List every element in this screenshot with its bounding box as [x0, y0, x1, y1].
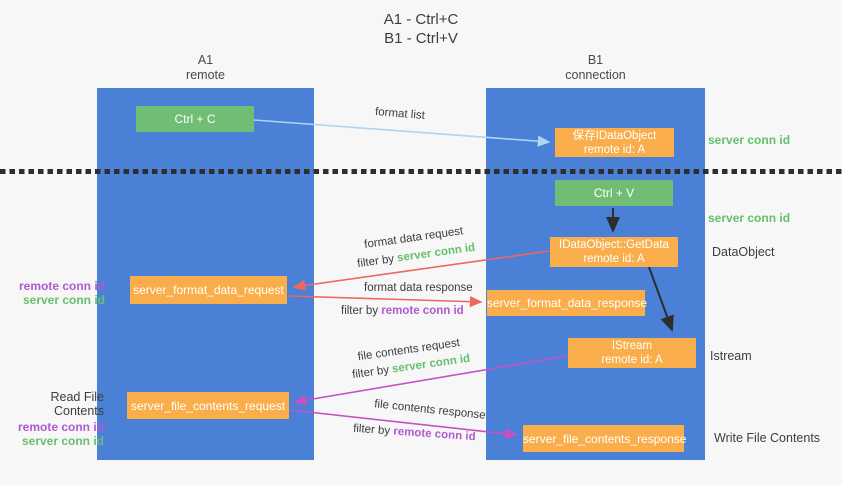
save-idataobject-box: 保存IDataObject remote id: A	[555, 128, 674, 157]
lifeline-b1-name: B1	[587, 53, 604, 67]
diagram-title: A1 - Ctrl+C B1 - Ctrl+V	[0, 10, 842, 48]
lifeline-header-a1: A1 remote	[97, 53, 314, 83]
file-conn-id-annotations: Read File Contents remote conn id server…	[6, 390, 104, 448]
dataobject-annotation: DataObject	[712, 245, 775, 259]
file-contents-response-arrow-label: file contents response	[373, 398, 487, 422]
server-file-contents-response-label: server_file_contents_response	[523, 431, 687, 446]
ctrl-c-label: Ctrl + C	[174, 112, 216, 126]
istream-annotation: Istream	[710, 349, 752, 363]
format-data-request-arrow-label: format data request filter by server con…	[344, 222, 487, 271]
filter-by-prefix: filter by	[341, 305, 382, 317]
filter-by-prefix: filter by	[356, 252, 399, 271]
format-list-arrow-label: format list	[374, 106, 426, 122]
save-idataobject-line2: remote id: A	[583, 143, 646, 156]
ctrl-v-box: Ctrl + V	[555, 180, 673, 206]
filter-key-remote-conn-id: remote conn id	[381, 305, 464, 317]
write-file-contents-annotation: Write File Contents	[714, 431, 821, 445]
filter-key-remote-conn-id: remote conn id	[392, 425, 476, 444]
getdata-box: IDataObject::GetData remote id: A	[550, 237, 678, 267]
istream-line2: remote id: A	[601, 354, 663, 366]
file-contents-response-filter: filter by remote conn id	[353, 423, 476, 444]
ctrl-v-label: Ctrl + V	[593, 186, 635, 200]
server-format-data-response-label: server_format_data_response	[487, 296, 648, 310]
format-remote-conn-id: remote conn id	[18, 279, 105, 293]
file-server-conn-id: server conn id	[21, 434, 104, 448]
format-server-conn-id: server conn id	[22, 293, 105, 307]
filter-by-prefix: filter by	[351, 363, 394, 382]
read-file-contents-annotation: Read File Contents	[50, 390, 105, 418]
save-idataobject-line1: 保存IDataObject	[572, 129, 657, 142]
lifeline-b1-role: connection	[565, 68, 626, 82]
getdata-line1: IDataObject::GetData	[559, 239, 669, 251]
getdata-line2: remote id: A	[583, 253, 645, 265]
lifeline-header-b1: B1 connection	[486, 53, 705, 83]
file-remote-conn-id: remote conn id	[17, 420, 104, 434]
server-file-contents-request-label: server_file_contents_request	[130, 398, 286, 413]
format-data-response-filter: filter by remote conn id	[341, 305, 464, 317]
server-format-data-request-box: server_format_data_request	[130, 276, 287, 304]
format-conn-id-annotations: remote conn id server conn id	[8, 279, 105, 307]
lifeline-a1-name: A1	[197, 53, 214, 67]
server-format-data-request-label: server_format_data_request	[133, 283, 284, 297]
format-data-response-arrow	[288, 295, 483, 308]
server-conn-id-annotation-mid: server conn id	[708, 211, 791, 225]
title-line-ctrl-c: A1 - Ctrl+C	[383, 11, 459, 28]
server-file-contents-response-box: server_file_contents_response	[523, 425, 687, 452]
filter-key-server-conn-id: server conn id	[396, 241, 476, 265]
istream-box: IStream remote id: A	[568, 338, 696, 368]
lifeline-a1-role: remote	[186, 68, 225, 82]
server-format-data-response-box: server_format_data_response	[487, 290, 648, 316]
phase-divider-dashed-line	[0, 169, 842, 174]
server-file-contents-request-box: server_file_contents_request	[127, 392, 289, 419]
filter-by-prefix: filter by	[352, 422, 394, 438]
title-line-ctrl-v: B1 - Ctrl+V	[384, 30, 458, 47]
ctrl-c-box: Ctrl + C	[136, 106, 254, 132]
server-conn-id-annotation-top: server conn id	[708, 133, 791, 147]
istream-line1: IStream	[611, 340, 653, 352]
format-data-response-arrow-label: format data response	[364, 282, 473, 294]
file-contents-request-arrow-label: file contents request filter by server c…	[339, 334, 482, 382]
